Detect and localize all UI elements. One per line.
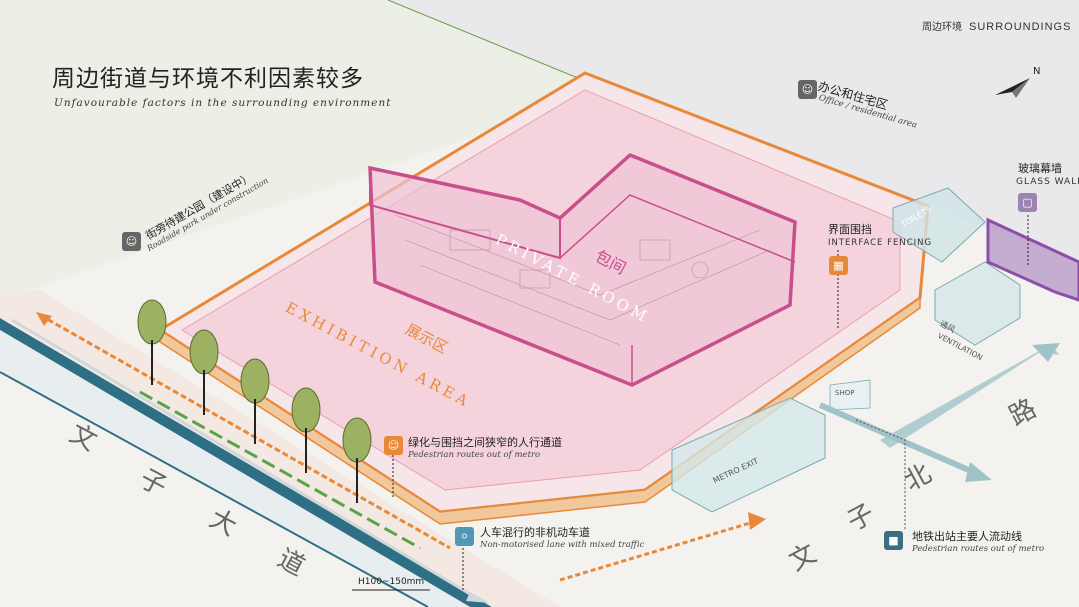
nonmotor-label-en: Non-motorised lane with mixed traffic — [480, 540, 645, 550]
fence-label-en: INTERFACE FENCING — [828, 238, 933, 248]
shop-label: SHOP — [835, 389, 855, 397]
main-road-lane — [0, 330, 470, 607]
shop-kiosk — [829, 379, 871, 411]
tree — [291, 387, 321, 473]
north-road-arrow — [818, 343, 1060, 482]
header-en: SURROUNDINGS — [969, 21, 1072, 33]
nonmotor-route-arrow — [559, 518, 761, 582]
bicycle-icon: ⚪ — [455, 527, 474, 546]
main-road-arrowhead — [466, 592, 490, 603]
glass-wall-label-zh: 玻璃幕墙 — [1018, 162, 1062, 175]
toilets-volume — [892, 187, 986, 263]
metro-label-zh: 地铁出站主要人流动线 — [912, 530, 1022, 543]
page-title: 周边街道与环境不利因素较多 — [52, 66, 364, 92]
metro-exit-volume — [671, 397, 826, 513]
tree-row — [137, 299, 372, 503]
walking-person-icon: ☺ — [122, 232, 141, 251]
header-zh: 周边环境 — [922, 22, 962, 33]
tree — [342, 417, 372, 503]
planter-strip — [139, 390, 421, 550]
compass-label: N — [1033, 66, 1041, 77]
interior-floor-plan — [394, 214, 771, 346]
nonmotor-label-zh: 人车混行的非机动车道 — [480, 526, 590, 539]
curb-height-label: H100~150mm — [358, 577, 425, 587]
ventilation-volume — [934, 261, 1021, 346]
fence-label-zh: 界面围挡 — [828, 223, 872, 236]
tree — [137, 299, 167, 385]
tree — [240, 358, 270, 444]
sidewalk-band — [0, 290, 560, 607]
roadside-park-zone — [0, 0, 610, 300]
pedestrian-icon: ☺ — [384, 436, 403, 455]
tree — [189, 329, 219, 415]
nonmotor-lane-arrowhead — [36, 312, 52, 326]
pedestrian-label-en: Pedestrian routes out of metro — [408, 450, 541, 460]
nonmotor-route-arrowhead — [748, 512, 766, 530]
metro-label-en: Pedestrian routes out of metro — [912, 544, 1045, 554]
page-subtitle: Unfavourable factors in the surrounding … — [54, 97, 392, 109]
glass-wall-label-en: GLASS WALL — [1016, 177, 1079, 187]
glass-wall-volume — [986, 217, 1079, 302]
pedestrian-label-zh: 绿化与围挡之间狭窄的人行通道 — [408, 436, 562, 449]
metro-route-line — [855, 419, 906, 530]
glass-wall-icon: ▢ — [1018, 193, 1037, 212]
road-edge-line — [0, 371, 429, 607]
private-room-volume — [368, 152, 797, 387]
fence-icon: ▦ — [829, 256, 848, 275]
zone-divider-line — [387, 0, 613, 93]
compass-arrow — [995, 78, 1030, 98]
metro-train-icon: ■ — [884, 531, 903, 550]
walking-person-icon: ☺ — [798, 80, 817, 99]
nonmotor-lane-line — [39, 313, 451, 550]
main-road-arrow — [11, 318, 481, 602]
